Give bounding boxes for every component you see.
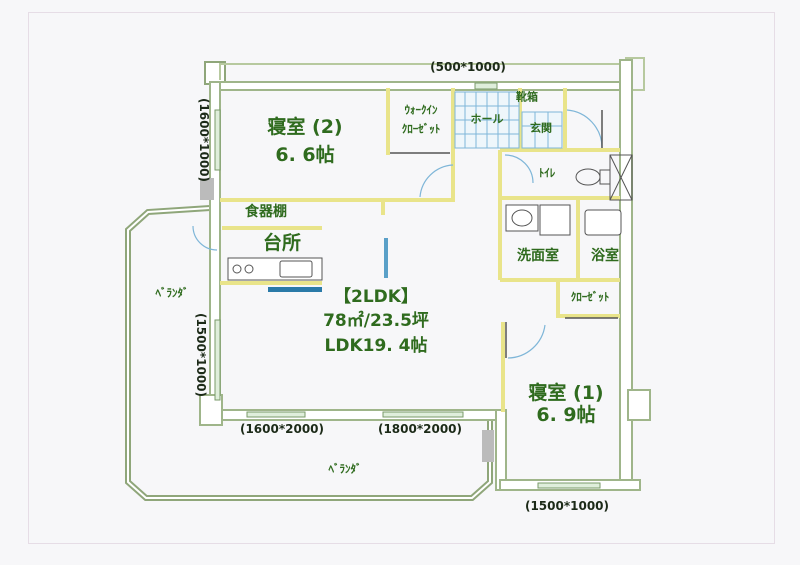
bedroom1-name: 寝室 (1)	[528, 382, 604, 405]
window-bottom-left-dimension: (1600*2000)	[239, 422, 325, 437]
walkin-closet-line2: ｸﾛｰｾﾞｯﾄ	[401, 122, 441, 136]
ldk-size: LDK19. 4帖	[324, 336, 428, 357]
kitchen-label: 台所	[262, 232, 302, 255]
entrance-label: 玄関	[530, 121, 552, 135]
interior-walls	[220, 88, 620, 412]
bedroom1-size: 6. 9帖	[536, 404, 596, 427]
hall-tile-grid	[454, 91, 563, 149]
cupboard-label: 食器棚	[245, 203, 287, 220]
walkin-closet-line1: ｳｫｰｸｲﾝ	[404, 103, 438, 117]
washroom-label: 洗面室	[517, 247, 559, 264]
bath-label: 浴室	[591, 247, 619, 264]
window-left-upper-dimension: (1600*1000)	[196, 97, 211, 183]
window-left-lower-dimension: (1500*1000)	[193, 312, 208, 398]
door-swings	[192, 109, 603, 359]
background-bleed-box	[28, 12, 775, 544]
window-bottom-right-dimension: (1500*1000)	[524, 499, 610, 514]
veranda-south-label: ﾍﾞﾗﾝﾀﾞ	[328, 462, 362, 476]
bedroom2-name: 寝室 (2)	[267, 116, 343, 139]
window-top-dimension: (500*1000)	[430, 60, 506, 75]
plan-type: 【2LDK】	[334, 287, 418, 308]
fixtures	[200, 154, 633, 462]
toilet-label: ﾄｲﾚ	[538, 166, 556, 180]
closet-label: ｸﾛｰｾﾞｯﾄ	[570, 290, 610, 304]
plan-area: 78㎡/23.5坪	[323, 311, 429, 332]
bedroom2-size: 6. 6帖	[275, 144, 335, 167]
veranda-west-outline	[125, 205, 493, 501]
windows	[214, 82, 601, 489]
veranda-west-label: ﾍﾞﾗﾝﾀﾞ	[155, 286, 189, 300]
hall-label: ホール	[470, 112, 504, 126]
shoe-box-label: 靴箱	[516, 90, 538, 104]
window-bottom-mid-dimension: (1800*2000)	[377, 422, 463, 437]
